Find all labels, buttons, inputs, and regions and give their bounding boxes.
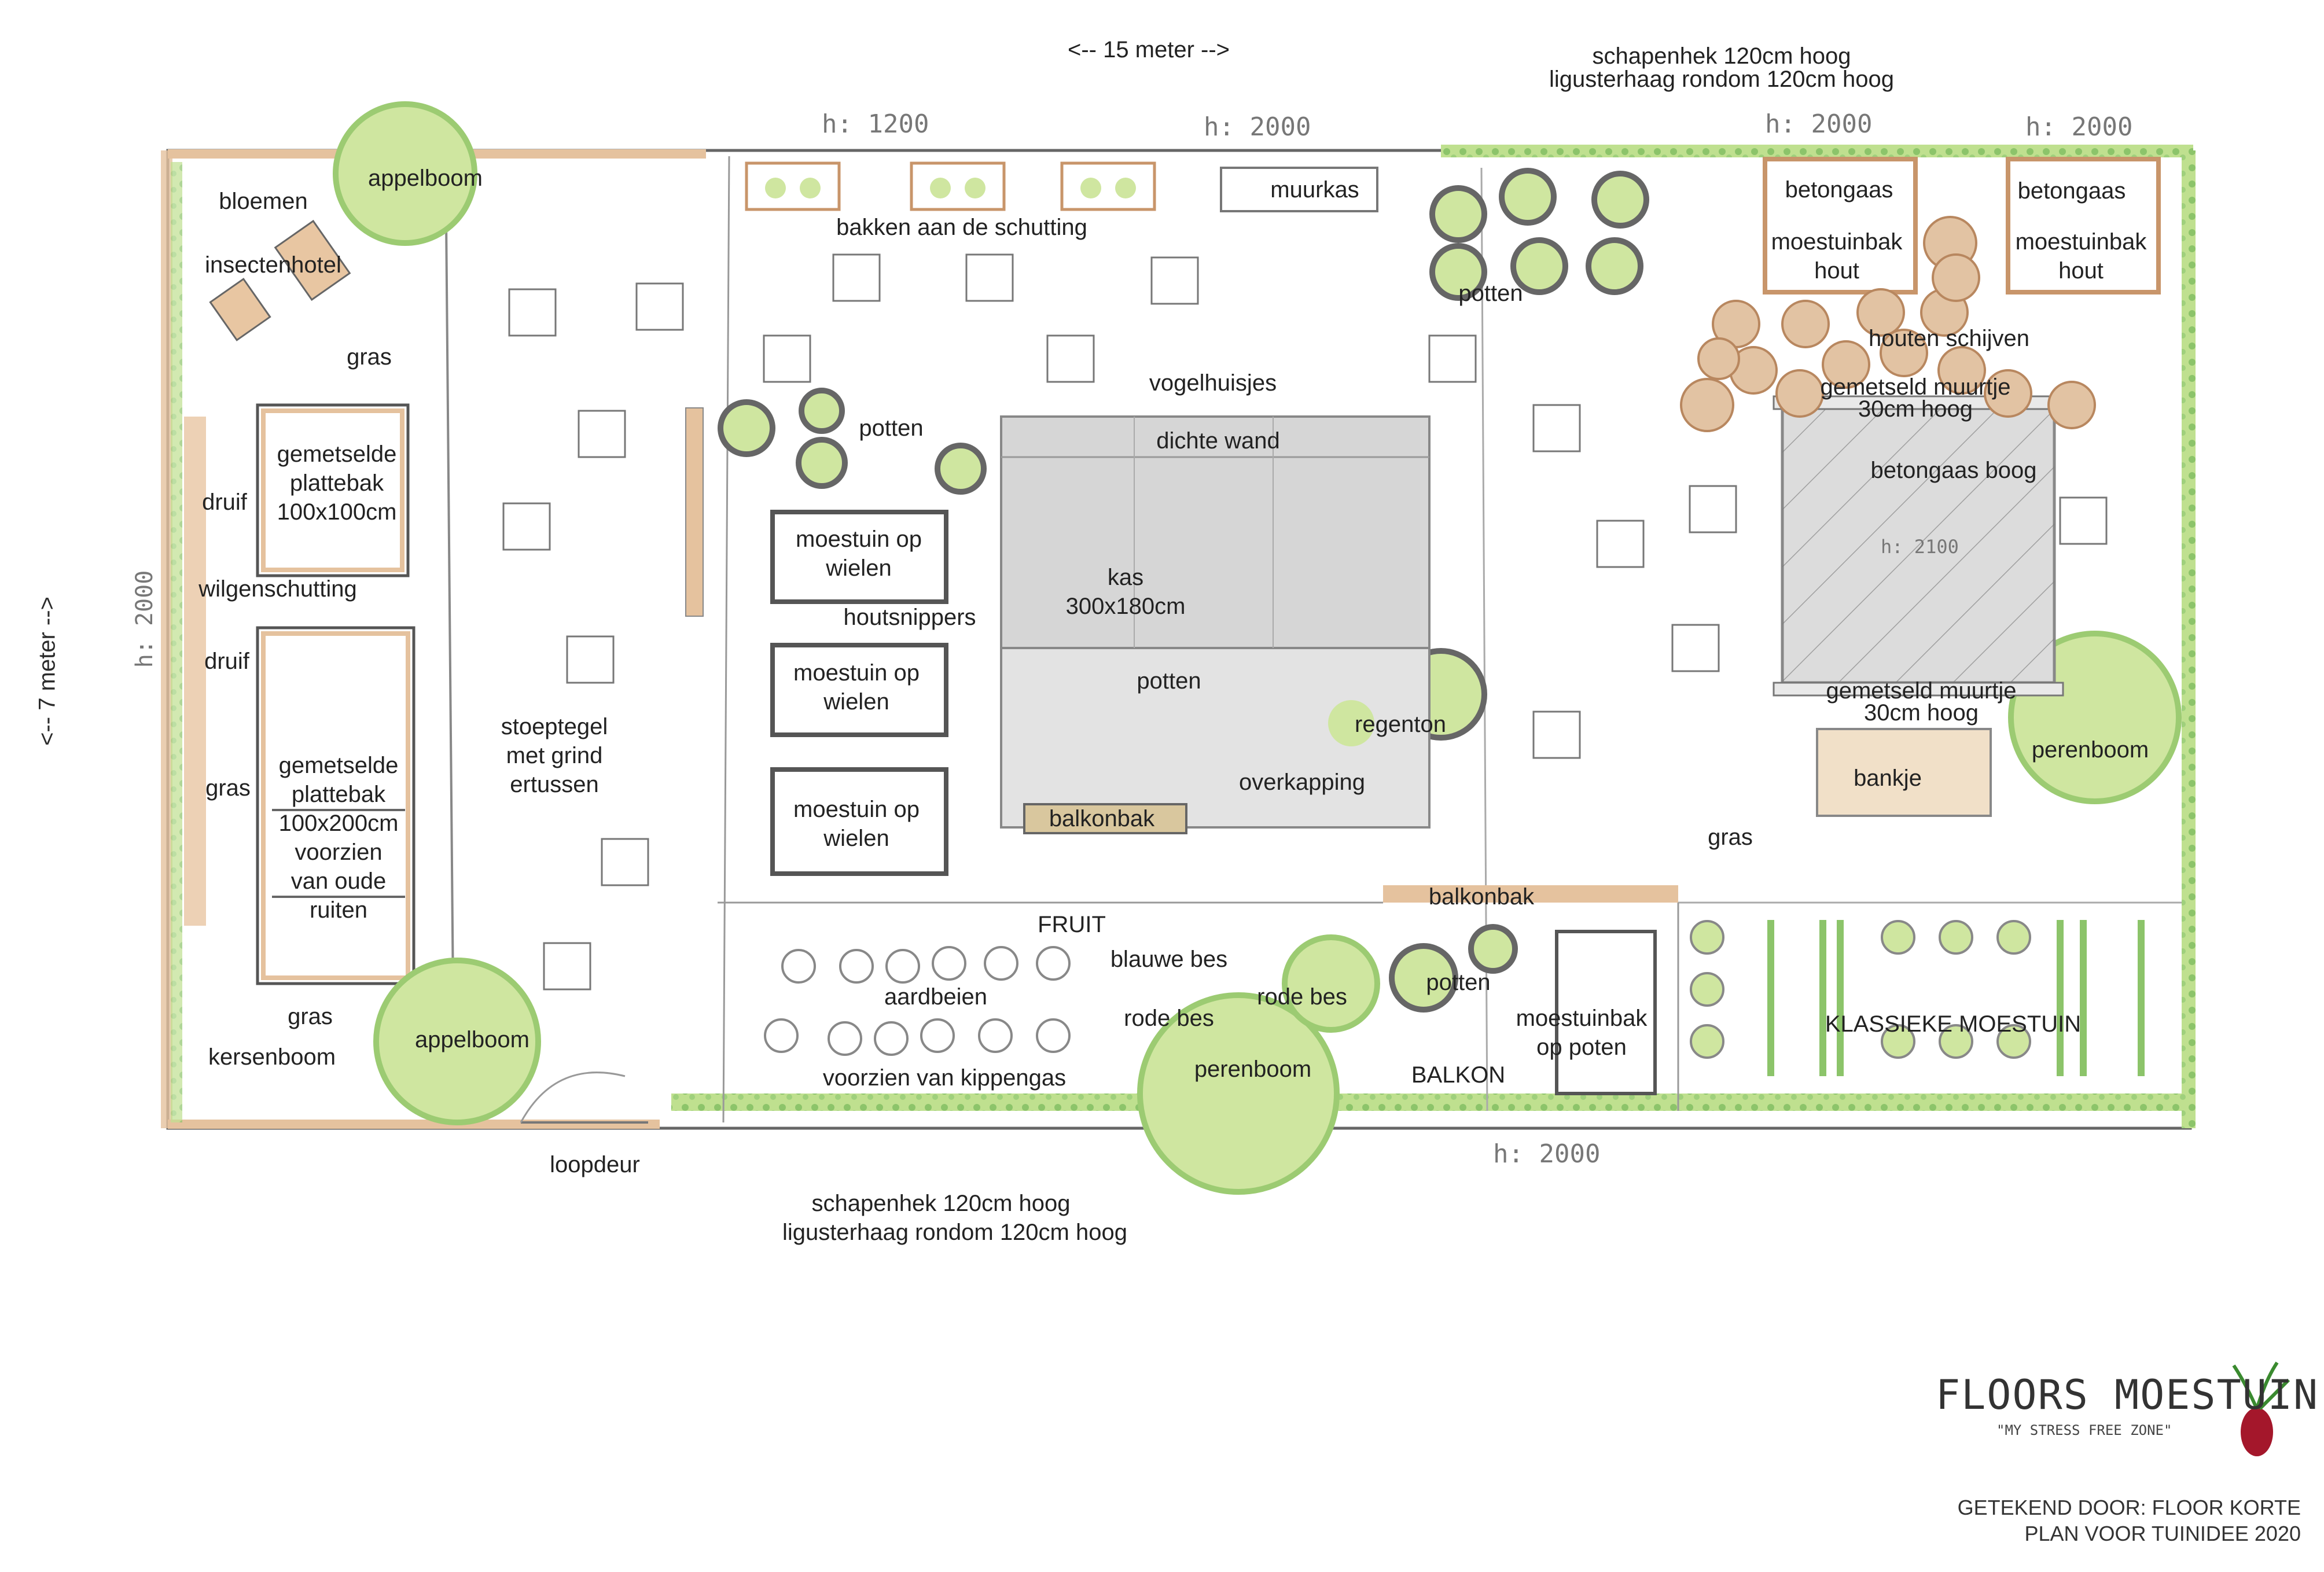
label-insectenhotel: insectenhotel xyxy=(205,252,341,278)
height-mark-2000-left: h: 2000 xyxy=(131,570,158,668)
label-rode-bes-2: rode bes xyxy=(1124,1006,1214,1031)
label-balkonbak-1: balkonbak xyxy=(1049,806,1155,831)
label-vogelhuisjes: vogelhuisjes xyxy=(1149,370,1277,396)
wilgenschutting-strip xyxy=(184,417,206,926)
height-mark-2000-right1: h: 2000 xyxy=(1765,109,1873,139)
vegetable-rows xyxy=(1767,920,2145,1076)
label-potten-balkon: potten xyxy=(1426,970,1491,995)
credit-drawn-by: GETEKEND DOOR: FLOOR KORTE xyxy=(1957,1496,2301,1519)
top-fence-line1: schapenhek 120cm hoog xyxy=(1592,43,1851,69)
brand-title: FLOORS MOESTUIN xyxy=(1936,1371,2319,1419)
label-houten-schijven: houten schijven xyxy=(1869,326,2029,351)
label-balkonbak-2: balkonbak xyxy=(1428,884,1535,910)
wooden-discs xyxy=(1680,216,2096,432)
bottom-fence-line1: schapenhek 120cm hoog xyxy=(811,1191,1071,1216)
height-dimension: <-- 7 meter --> xyxy=(34,597,60,746)
label-bankje: bankje xyxy=(1854,765,1922,791)
label-betongaas-2: betongaas xyxy=(2017,178,2126,204)
bottom-fence-line2: ligusterhaag rondom 120cm hoog xyxy=(782,1220,1127,1245)
height-mark-2000-bottom: h: 2000 xyxy=(1493,1139,1601,1169)
label-kersenboom: kersenboom xyxy=(208,1044,336,1070)
label-kippengas: voorzien van kippengas xyxy=(822,1065,1067,1091)
label-aardbeien: aardbeien xyxy=(884,984,987,1010)
label-bakken: bakken aan de schutting xyxy=(836,215,1087,240)
wheeled-beds xyxy=(770,510,948,876)
plattebak-small xyxy=(256,403,410,577)
label-overkapping: overkapping xyxy=(1239,770,1365,795)
label-houtsnippers: houtsnippers xyxy=(843,605,976,630)
height-mark-2000-right2: h: 2000 xyxy=(2025,112,2133,142)
height-mark-2000-mid: h: 2000 xyxy=(1204,112,1311,142)
label-druif-2: druif xyxy=(204,649,249,674)
label-gras-right: gras xyxy=(1708,824,1753,850)
stepping-stones xyxy=(502,253,2108,991)
balcony-planter-box xyxy=(1555,930,1657,1095)
label-balkon: BALKON xyxy=(1411,1062,1506,1088)
top-fence-line2: ligusterhaag rondom 120cm hoog xyxy=(1549,67,1894,92)
label-rode-bes-1: rode bes xyxy=(1257,984,1347,1010)
label-appelboom-bottom: appelboom xyxy=(415,1027,529,1052)
label-druif-1: druif xyxy=(202,489,247,515)
label-perenboom-bottom: perenboom xyxy=(1194,1056,1312,1082)
label-dichte-wand: dichte wand xyxy=(1156,428,1280,454)
label-fruit: FRUIT xyxy=(1038,912,1106,937)
label-appelboom-top: appelboom xyxy=(368,165,483,191)
label-perenboom-right: perenboom xyxy=(2031,737,2149,763)
label-gras-left: gras xyxy=(205,775,251,801)
label-potten-top: potten xyxy=(1458,281,1523,306)
label-betongaas-boog: betongaas boog xyxy=(1870,458,2037,483)
label-bloemen: bloemen xyxy=(219,189,308,214)
label-muurkas: muurkas xyxy=(1270,177,1359,203)
label-blauwe-bes: blauwe bes xyxy=(1110,947,1228,972)
height-mark-1200: h: 1200 xyxy=(822,109,929,139)
label-gras-top: gras xyxy=(347,344,392,370)
right-top-beds xyxy=(1763,157,2161,817)
fruit-bushes xyxy=(764,946,1071,1056)
label-regenton: regenton xyxy=(1355,712,1446,737)
credit-plan: PLAN VOOR TUINIDEE 2020 xyxy=(2024,1522,2301,1545)
label-potten-left: potten xyxy=(859,415,924,441)
beet-logo-icon xyxy=(2232,1361,2290,1456)
label-klassieke-moestuin: KLASSIEKE MOESTUIN xyxy=(1825,1011,2082,1037)
rain-barrel xyxy=(1328,700,1374,746)
label-gras-bottom: gras xyxy=(288,1004,333,1029)
label-loopdeur: loopdeur xyxy=(550,1152,640,1177)
garden-boundary xyxy=(161,145,2196,1130)
label-potten-kas: potten xyxy=(1137,668,1201,694)
width-dimension: <-- 15 meter --> xyxy=(1067,37,1230,62)
fence-planters xyxy=(745,161,1378,212)
label-wilgenschutting: wilgenschutting xyxy=(198,576,357,602)
label-betongaas-1: betongaas xyxy=(1785,177,1893,203)
plattebak-large xyxy=(256,626,415,985)
height-mark-2100: h: 2100 xyxy=(1881,536,1959,558)
greenhouse xyxy=(1000,415,1431,649)
brand-tagline: "MY STRESS FREE ZONE" xyxy=(1996,1422,2172,1438)
